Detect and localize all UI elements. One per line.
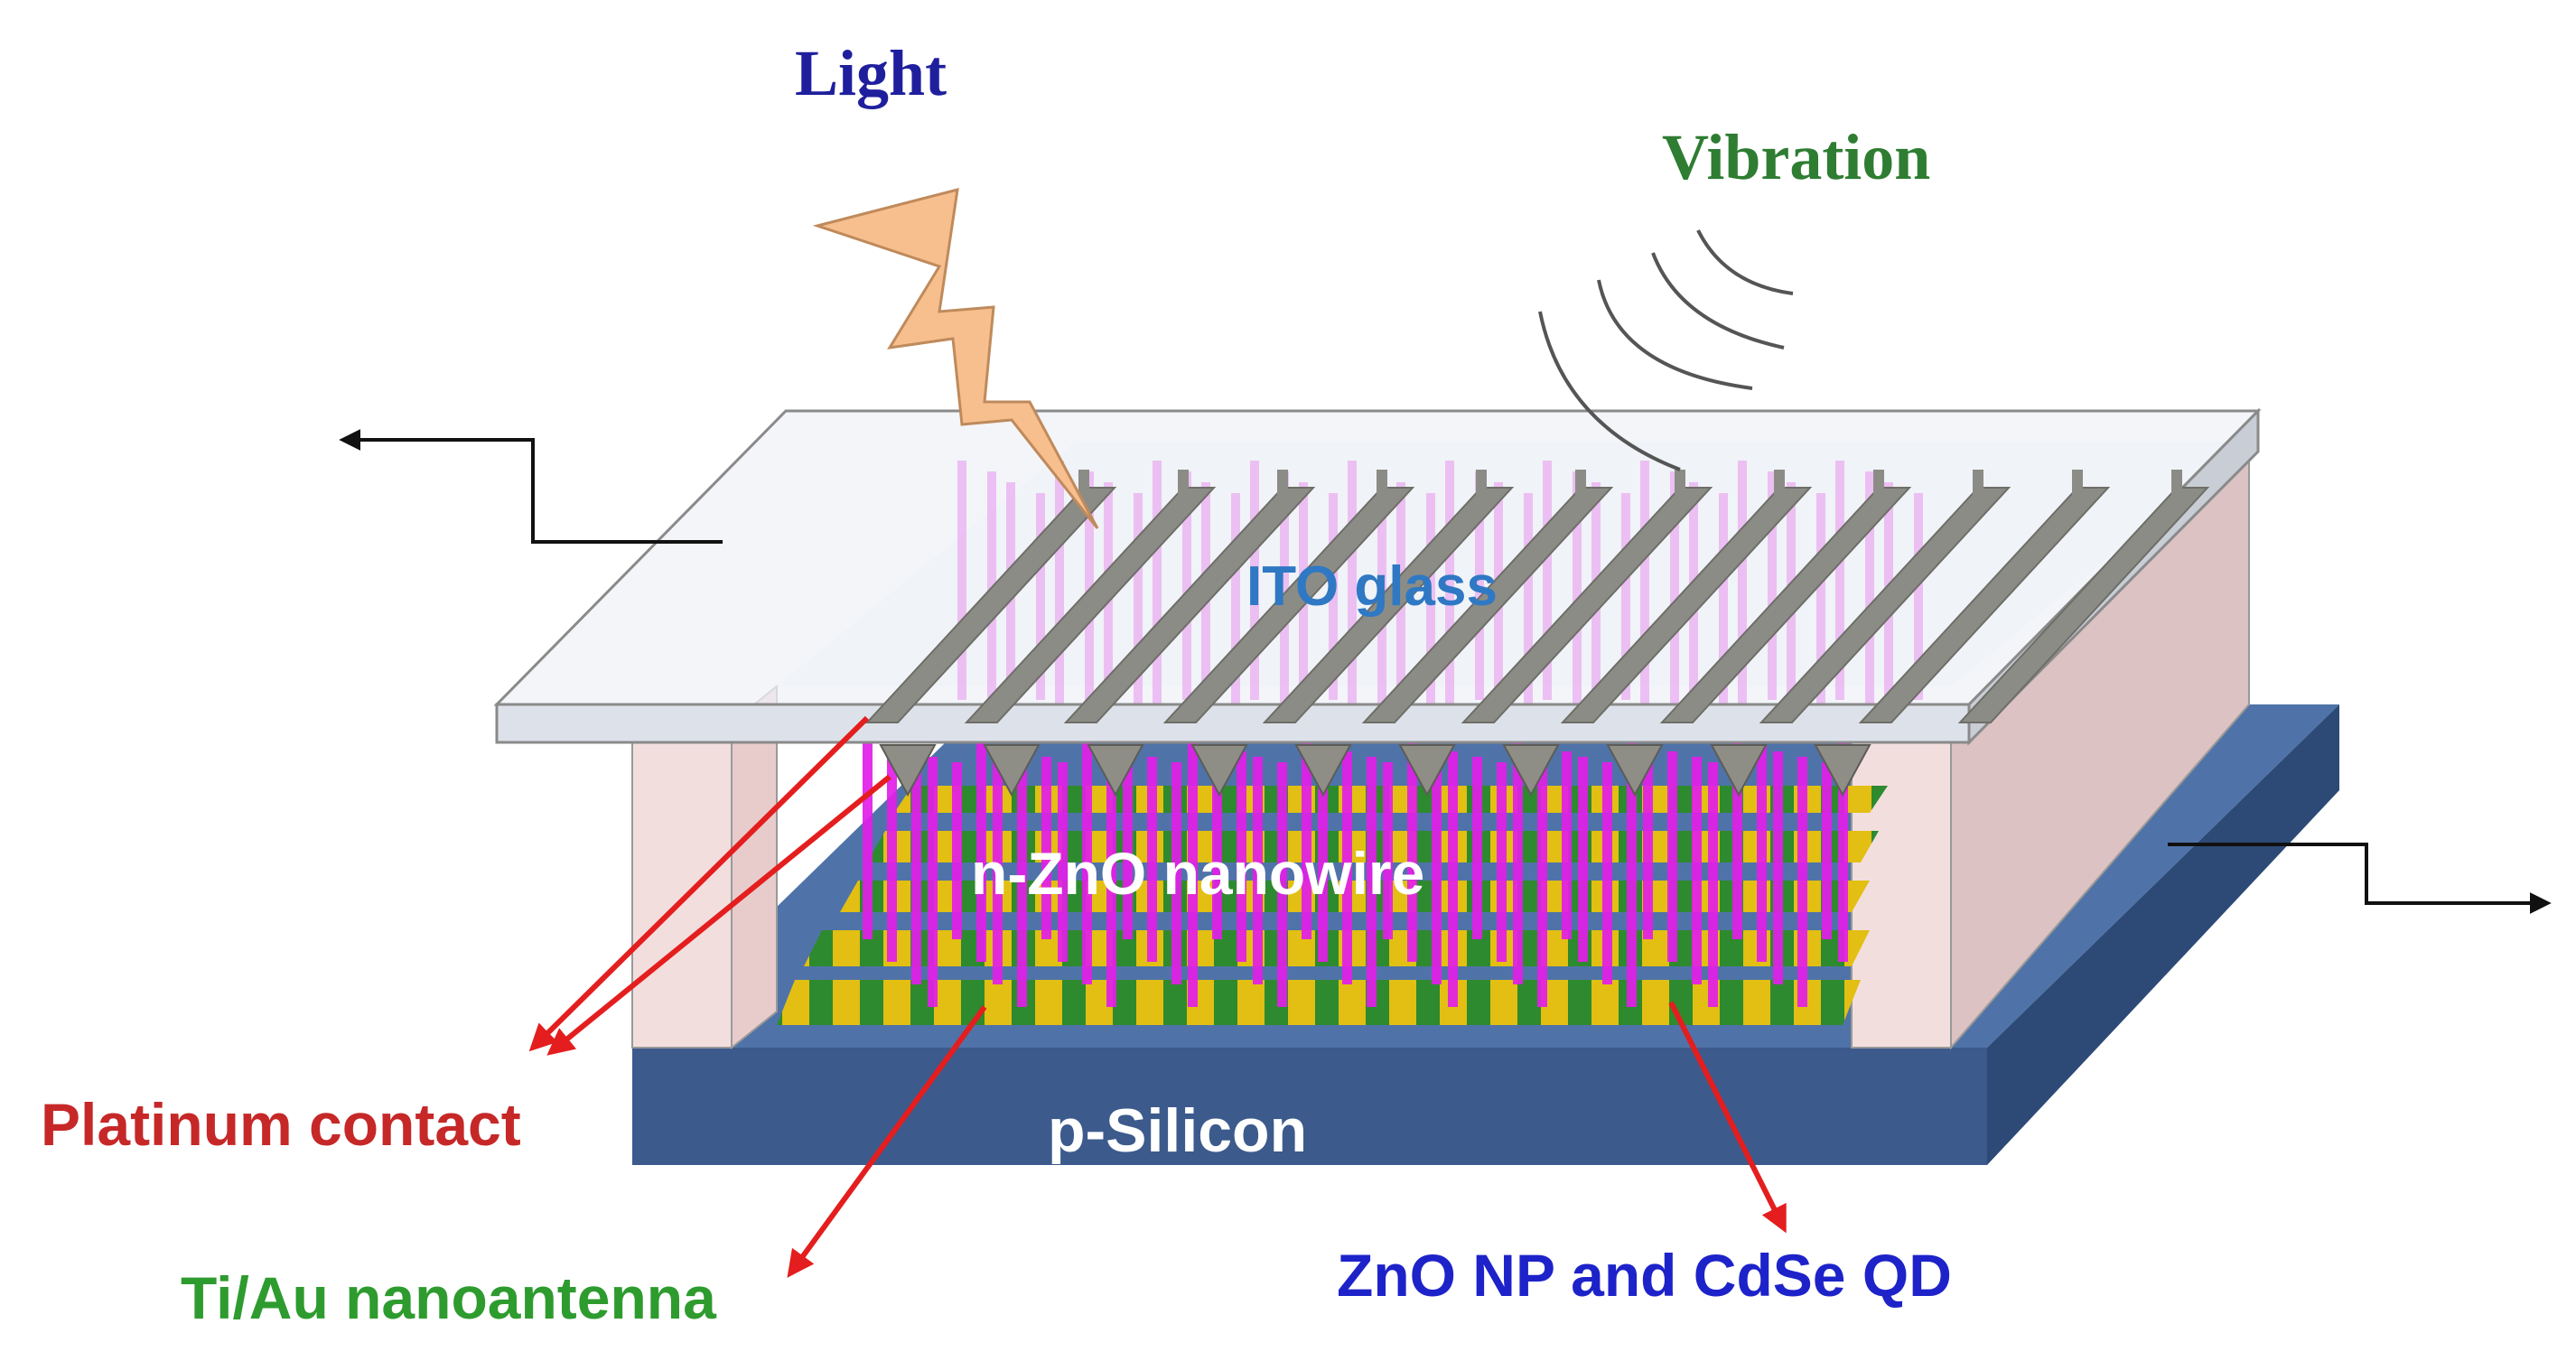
nanoantenna-label: Ti/Au nanoantenna xyxy=(181,1264,717,1331)
nanowire xyxy=(1432,746,1442,984)
nanowire xyxy=(1253,757,1263,984)
nanowire xyxy=(1692,757,1702,984)
nanowire xyxy=(1277,762,1287,1007)
nanowire xyxy=(1017,751,1027,1007)
nanowire xyxy=(1643,746,1653,939)
nanowire xyxy=(1123,751,1133,939)
platinum-contact-tips xyxy=(879,744,1871,797)
electrode-tab xyxy=(1575,470,1586,506)
platinum-contact-label: Platinum contact xyxy=(41,1091,521,1158)
nanowire xyxy=(952,762,962,939)
electrode-tab xyxy=(1774,470,1785,506)
nanowire xyxy=(1383,762,1393,939)
electrode-tab xyxy=(2072,470,2083,506)
nanowire xyxy=(1041,757,1051,939)
nanowire xyxy=(911,751,921,984)
nanowire xyxy=(993,746,1003,984)
platinum-tip xyxy=(1502,744,1560,797)
platinum-tip xyxy=(1190,744,1248,797)
ti-au-nanoantenna-electrodes xyxy=(864,470,2210,723)
nanowire xyxy=(1822,762,1832,939)
nanowire xyxy=(1302,741,1311,939)
platinum-tip xyxy=(1606,744,1664,797)
nanowire xyxy=(928,757,938,1007)
nanowire xyxy=(1318,746,1328,962)
nanowire xyxy=(1367,757,1377,1007)
electrode-strip xyxy=(1957,487,2210,723)
nanowire xyxy=(1562,751,1572,939)
nanowire xyxy=(1082,741,1092,984)
platinum-tip xyxy=(1294,744,1352,797)
electrode-strip xyxy=(1461,487,1713,723)
electrode-tab xyxy=(1377,470,1387,506)
nanowire xyxy=(1513,741,1523,984)
nanowire xyxy=(1627,741,1637,1007)
nanowire xyxy=(1497,762,1507,962)
nanowire xyxy=(863,741,873,939)
nanowire xyxy=(887,746,897,962)
nanowire xyxy=(1237,751,1246,962)
electrode-strip xyxy=(1063,487,1316,723)
electrode-tab xyxy=(1973,470,1983,506)
nanowire xyxy=(1732,741,1742,939)
electrode-tab xyxy=(1675,470,1685,506)
nanowire xyxy=(1342,751,1352,984)
circuit-wires xyxy=(339,429,2552,914)
electrode-tab xyxy=(1277,470,1288,506)
electrode-strip xyxy=(1361,487,1614,723)
nanowire xyxy=(1602,762,1612,984)
nanowire xyxy=(1773,751,1783,984)
left-spacer xyxy=(631,684,778,1050)
electrode-strip xyxy=(964,487,1217,723)
vibration-waves-icon xyxy=(1538,229,1794,471)
electrode-strip xyxy=(1659,487,1912,723)
nanowire xyxy=(1708,762,1718,1007)
electrode-strip xyxy=(1560,487,1813,723)
platinum-tip xyxy=(1087,744,1144,797)
silicon-label: p-Silicon xyxy=(1048,1096,1307,1165)
nanowire xyxy=(1407,741,1417,962)
light-label: Light xyxy=(795,37,947,109)
platinum-tip xyxy=(983,744,1041,797)
nanowires-lower xyxy=(863,741,1848,1007)
electrode-strip xyxy=(1858,487,2111,723)
nanowire xyxy=(1106,746,1116,1007)
nanowire xyxy=(1448,751,1458,1007)
nanowire xyxy=(1472,757,1482,939)
lightning-icon xyxy=(812,187,1099,529)
pointer-arrows xyxy=(528,715,1787,1278)
nanowire xyxy=(1667,751,1677,962)
electrode-strip xyxy=(1262,487,1515,723)
nanowire xyxy=(1147,757,1157,962)
nanowire xyxy=(976,741,986,962)
electrode-tab xyxy=(1178,470,1189,506)
nanowire xyxy=(1838,741,1848,962)
platinum-tip xyxy=(879,744,937,797)
electrode-strip xyxy=(1759,487,2011,723)
nanowire xyxy=(1058,762,1068,962)
ito-glass-label: ITO glass xyxy=(1246,555,1498,618)
platinum-tip xyxy=(1398,744,1456,797)
electrode-tab xyxy=(1476,470,1487,506)
nanowire xyxy=(1537,746,1547,1007)
nanowire xyxy=(1757,746,1767,962)
nanowire xyxy=(1797,757,1807,1007)
vibration-label: Vibration xyxy=(1662,121,1930,193)
nanowire xyxy=(1578,757,1588,962)
platinum-tip xyxy=(1710,744,1768,797)
nanowire-label: n-ZnO nanowire xyxy=(971,840,1424,907)
nanowire xyxy=(1212,746,1222,939)
electrode-tab xyxy=(2171,470,2182,506)
nanowire xyxy=(1188,741,1198,1007)
platinum-tip xyxy=(1814,744,1871,797)
electrode-strip xyxy=(864,487,1117,723)
np-qd-label: ZnO NP and CdSe QD xyxy=(1337,1242,1952,1309)
electrode-strip xyxy=(1162,487,1415,723)
electrode-tab xyxy=(1873,470,1884,506)
nanowire xyxy=(1171,762,1181,984)
